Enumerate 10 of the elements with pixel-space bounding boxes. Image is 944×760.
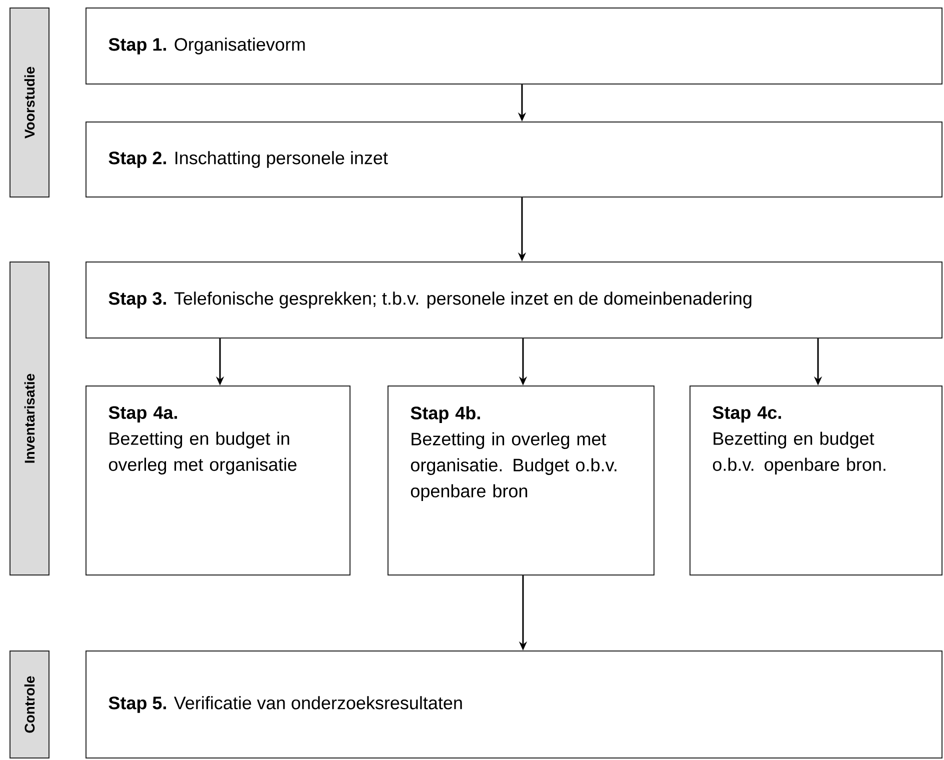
step-box: Stap 3. Telefonische gesprekken; t.b.v. personele inzet en de domeinbenadering [86, 262, 943, 338]
step-box: Stap 4b. Bezetting in overleg met organisatie. Budget o.b.v. openbare bron [388, 386, 654, 576]
step-box: Stap 5. Verificatie van onderzoeksresultaten [86, 650, 943, 758]
phase-band: Inventarisatie [10, 262, 50, 576]
step-box: Stap 2. Inschatting personele inzet [86, 122, 943, 198]
step-box: Stap 1. Organisatievorm [86, 8, 943, 84]
step-box: Stap 4c. Bezetting en budget o.b.v. openbare bron. [690, 386, 943, 576]
phase-band: Controle [10, 650, 50, 758]
phase-band: Voorstudie [10, 8, 50, 198]
step-box: Stap 4a. Bezetting en budget in overleg met organisatie [86, 386, 350, 576]
